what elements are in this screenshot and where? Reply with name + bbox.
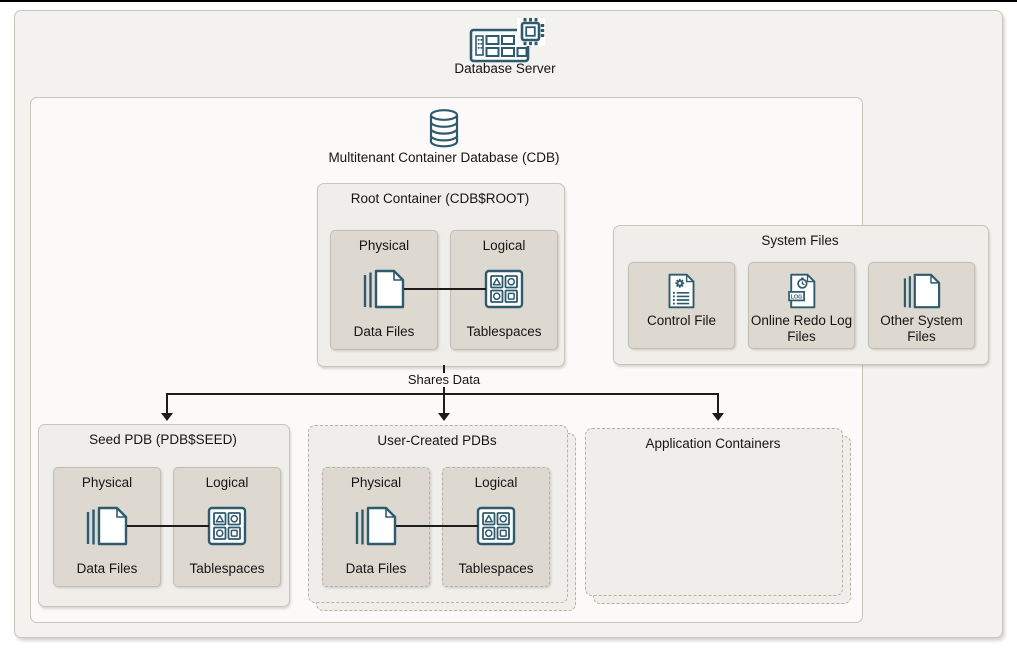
other-system-files-box: Other System Files — [868, 262, 975, 349]
data-files-label: Data Files — [353, 324, 415, 340]
window-top-border — [0, 0, 1017, 2]
system-files-title: System Files — [761, 233, 839, 248]
seed-logical-box: Logical Tablespaces — [173, 467, 281, 587]
seed-pdb-title: Seed PDB (PDB$SEED) — [89, 432, 237, 447]
data-files-icon — [354, 506, 398, 546]
logical-label: Logical — [205, 475, 249, 490]
shares-data-line — [443, 365, 445, 373]
seed-physical-box: Physical Data Files — [53, 467, 161, 587]
logical-label: Logical — [482, 238, 526, 253]
redo-log-label: Online Redo Log Files — [750, 313, 853, 344]
data-files-label: Data Files — [345, 561, 407, 577]
data-files-icon — [85, 506, 129, 546]
database-icon — [426, 108, 462, 148]
arrow-down-icon — [438, 413, 450, 421]
tablespaces-icon — [476, 506, 516, 546]
tablespaces-icon — [484, 269, 524, 309]
connector-line — [404, 288, 486, 290]
redo-log-box: Online Redo Log Files — [748, 262, 855, 349]
database-server-label: Database Server — [454, 61, 556, 76]
control-file-icon — [666, 273, 697, 309]
branch-line-center — [443, 393, 445, 414]
physical-label: Physical — [350, 475, 402, 490]
shares-data-line — [443, 387, 445, 394]
control-file-box: Control File — [628, 262, 735, 349]
cdb-label: Multitenant Container Database (CDB) — [328, 150, 560, 165]
shares-data-label: Shares Data — [407, 372, 481, 387]
branch-line — [166, 393, 719, 395]
control-file-label: Control File — [646, 313, 717, 328]
redo-log-icon — [786, 273, 817, 309]
data-files-icon — [362, 269, 406, 309]
connector-line — [396, 525, 478, 527]
root-physical-box: Physical Data Files — [330, 230, 438, 350]
other-system-files-label: Other System Files — [880, 313, 963, 344]
physical-label: Physical — [358, 238, 410, 253]
app-containers-title: Application Containers — [645, 436, 781, 451]
arrow-down-icon — [161, 413, 173, 421]
branch-line-right — [717, 393, 719, 414]
app-containers-box — [585, 428, 843, 596]
root-container-title: Root Container (CDB$ROOT) — [350, 191, 530, 206]
user-pdbs-title: User-Created PDBs — [377, 433, 497, 448]
tablespaces-icon — [207, 506, 247, 546]
data-files-label: Data Files — [76, 561, 138, 577]
connector-line — [127, 525, 209, 527]
branch-line-left — [166, 393, 168, 414]
other-system-files-icon — [902, 273, 942, 309]
tablespaces-label: Tablespaces — [458, 561, 534, 577]
physical-label: Physical — [81, 475, 133, 490]
logical-label: Logical — [474, 475, 518, 490]
tablespaces-label: Tablespaces — [466, 324, 542, 340]
tablespaces-label: Tablespaces — [189, 561, 265, 577]
server-icon — [469, 18, 545, 64]
user-physical-box: Physical Data Files — [322, 467, 430, 587]
root-logical-box: Logical Tablespaces — [450, 230, 558, 350]
arrow-down-icon — [712, 413, 724, 421]
user-logical-box: Logical Tablespaces — [442, 467, 550, 587]
